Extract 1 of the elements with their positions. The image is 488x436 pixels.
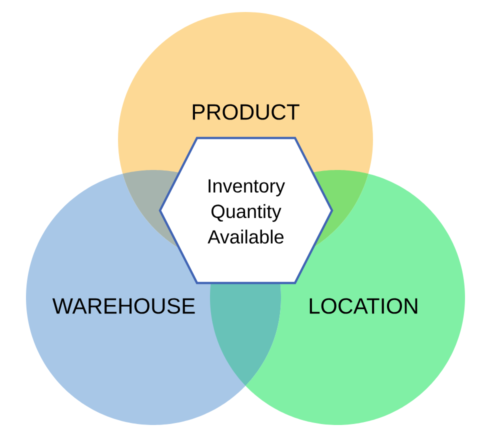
hexagon: Inventory Quantity Available (158, 136, 334, 284)
